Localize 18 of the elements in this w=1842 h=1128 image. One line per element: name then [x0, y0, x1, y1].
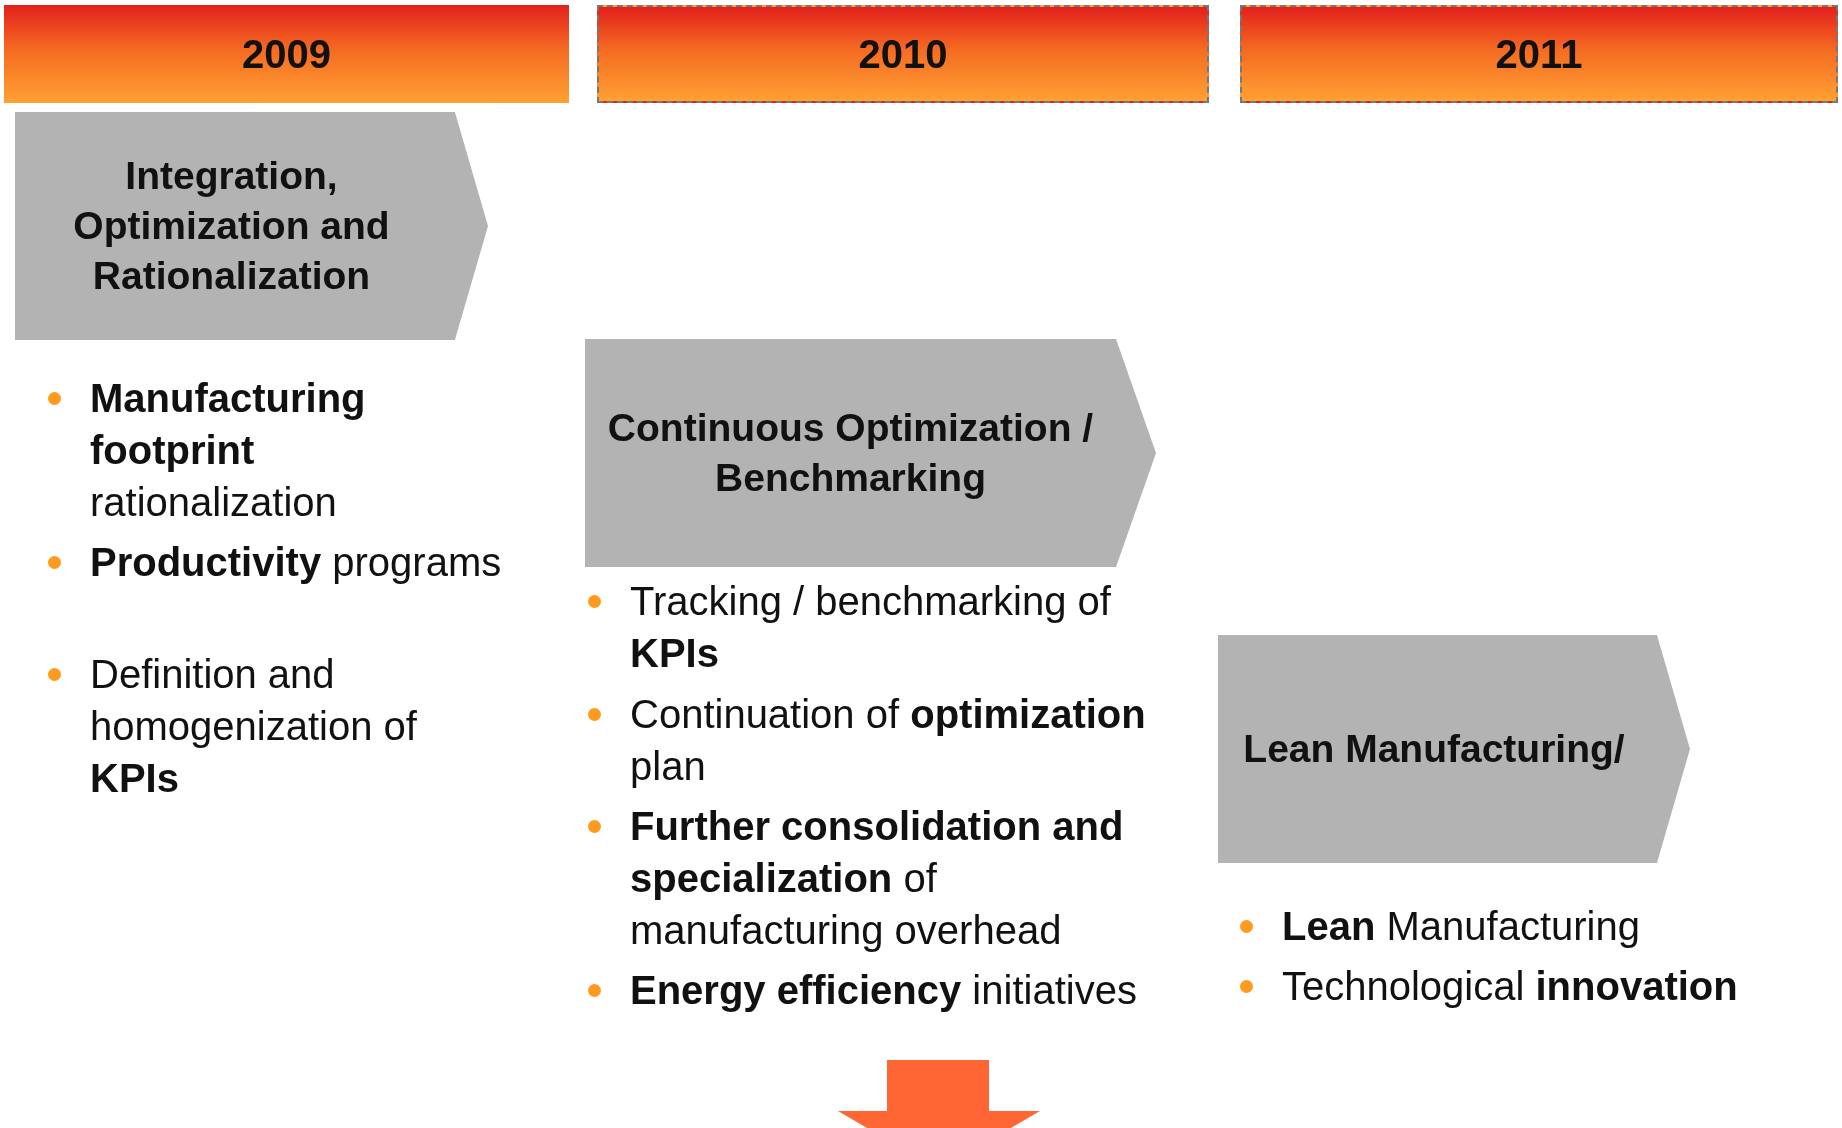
- bullet-text: Definition and homogenization of KPIs: [90, 651, 418, 802]
- year-header: [4, 5, 569, 103]
- bullet-text: Lean Manufacturing: [1282, 903, 1641, 950]
- year-label: 2009: [242, 31, 331, 77]
- phase-chevron: [15, 112, 488, 340]
- year-label: 2010: [858, 31, 948, 77]
- bullet-text: Technological innovation: [1282, 963, 1739, 1010]
- year-header: [1240, 5, 1838, 103]
- phase-title: Lean Manufacturing/: [1242, 726, 1626, 772]
- phase-title: Integration, Optimization and Rationalization: [72, 153, 391, 299]
- phase-title: Continuous Optimization / Benchmarking: [606, 405, 1095, 501]
- year-header: [597, 5, 1209, 103]
- phase-chevron: [1218, 635, 1690, 863]
- bullet-text: Energy efficiency initiatives: [630, 967, 1138, 1014]
- year-label: 2011: [1495, 31, 1583, 77]
- bullet-text: Productivity programs: [90, 539, 503, 586]
- bullet-text: Continuation of optimization plan: [630, 691, 1147, 790]
- phase-chevron: [585, 339, 1156, 567]
